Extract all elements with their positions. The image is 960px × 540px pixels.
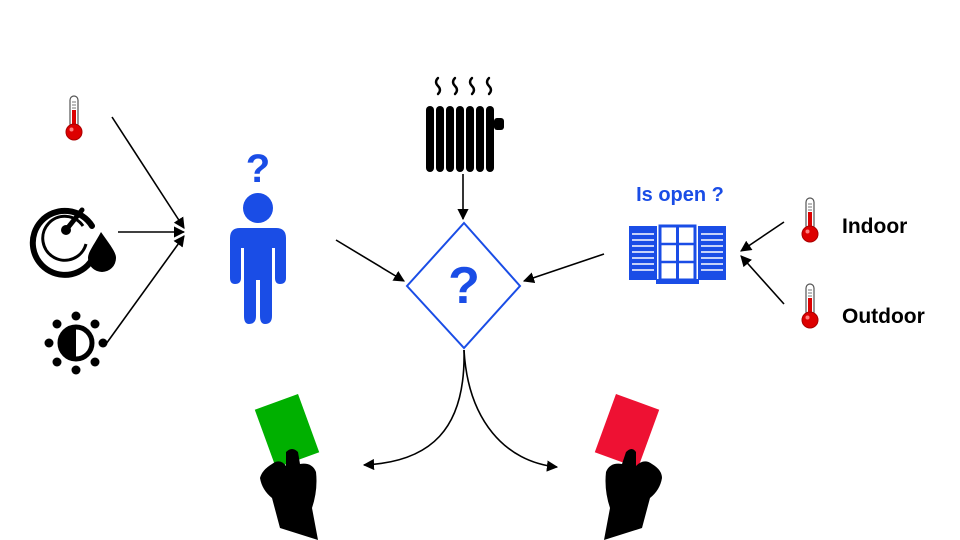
radiator-icon [426, 76, 504, 172]
brightness-icon [44, 311, 108, 375]
window-question-label: Is open ? [636, 184, 724, 206]
arrow-person-to-decision [335, 239, 405, 282]
indoor-label: Indoor [842, 215, 907, 238]
humidity-gauge-icon [29, 207, 116, 278]
arrow-temp-to-person [111, 116, 185, 229]
indoor-thermometer-icon [801, 197, 819, 243]
arrow-window-to-decision [522, 253, 605, 284]
arrow-outdoor-to-window [740, 255, 785, 305]
person-question-mark: ? [246, 147, 270, 191]
window-shutters-icon [629, 224, 726, 284]
person-icon [230, 193, 286, 324]
thermometer-icon [65, 95, 83, 141]
decision-question-mark: ? [448, 257, 480, 315]
arrow-decision-to-red [463, 349, 559, 472]
outdoor-label: Outdoor [842, 305, 925, 328]
arrow-light-to-person [105, 235, 185, 345]
decision-diamond [405, 221, 522, 350]
red-card-icon [594, 394, 662, 540]
outdoor-thermometer-icon [801, 283, 819, 329]
arrow-indoor-to-window [740, 221, 785, 252]
green-card-icon [254, 394, 320, 540]
arrow-decision-to-green [362, 349, 465, 471]
